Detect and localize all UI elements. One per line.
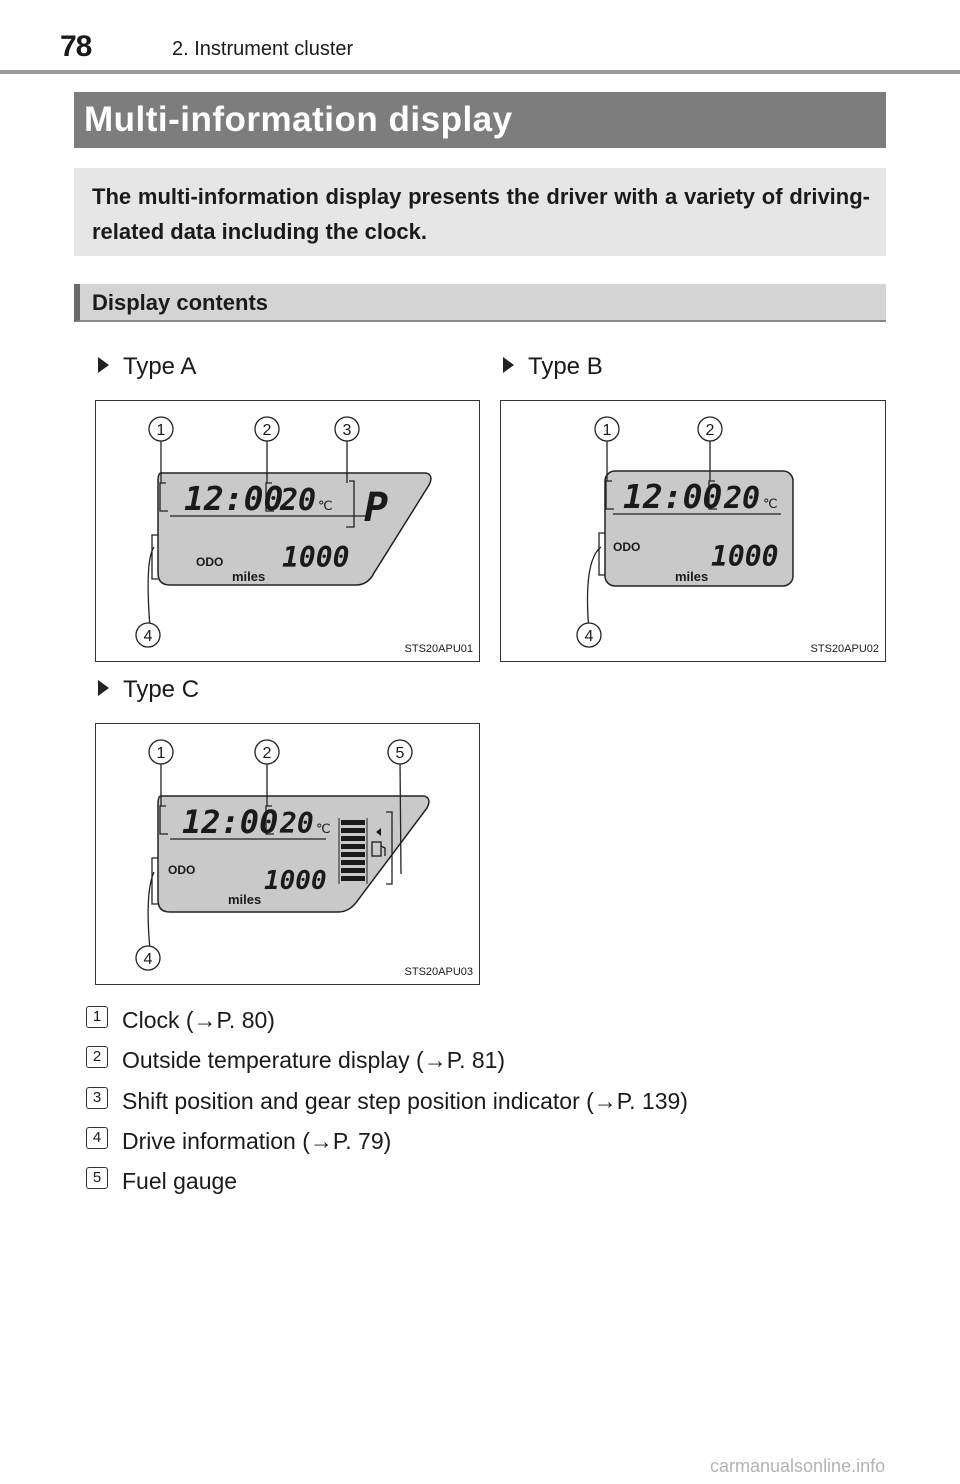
page-number: 78 (60, 30, 92, 63)
odo-unit: miles (232, 569, 265, 584)
clock-readout: 12:00 (184, 479, 283, 518)
odo-unit: miles (228, 892, 261, 907)
figure-code: STS20APU02 (810, 643, 879, 655)
intro-box: The multi-information display presents t… (74, 168, 886, 256)
fuel-bar (341, 828, 365, 833)
figure-type-a: 12:00 20 ℃ P ODO 1000 miles 1 2 3 4 STS2… (95, 400, 480, 662)
callout-number: 2 (263, 422, 272, 439)
callout-number: 2 (706, 422, 715, 439)
type-c-text: Type C (123, 676, 200, 703)
callout-number: 4 (144, 951, 153, 968)
clock-readout: 12:00 (623, 477, 722, 516)
callout-circle (135, 945, 161, 971)
odo-label: ODO (168, 863, 195, 877)
odo-readout: 1000 (711, 540, 778, 573)
callout-circle (148, 739, 174, 765)
type-a-label: Type A (98, 353, 196, 381)
callout-number: 1 (157, 422, 166, 439)
legend-number-box: 4 (86, 1127, 108, 1149)
callout-circle (697, 416, 723, 442)
fuel-bar (341, 820, 365, 825)
legend-number-box: 5 (86, 1167, 108, 1189)
temp-unit: ℃ (763, 496, 778, 511)
figure-type-c: 12:00 20 ℃ ODO 1000 miles 1 2 5 (95, 723, 480, 985)
clock-readout: 12:00 (182, 803, 278, 841)
display-illustration-b: 12:00 20 ℃ ODO 1000 miles 1 2 4 (576, 416, 794, 648)
triangle-bullet-icon (503, 357, 514, 373)
odo-label: ODO (613, 540, 640, 554)
callout-circle (254, 416, 280, 442)
temp-readout: 20 (723, 481, 760, 516)
odo-readout: 1000 (282, 541, 349, 574)
triangle-bullet-icon (98, 357, 109, 373)
fuel-bar (341, 852, 365, 857)
type-a-text: Type A (123, 353, 197, 380)
callout-number: 1 (157, 745, 166, 762)
fuel-bar (341, 876, 365, 881)
legend-item-shift-position: Shift position and gear step position in… (122, 1088, 688, 1114)
type-b-label: Type B (503, 353, 603, 381)
page-title-bar: Multi-information display (74, 92, 886, 148)
section-heading: Display contents (92, 290, 269, 315)
fuel-bar (341, 860, 365, 865)
legend-number-box: 1 (86, 1006, 108, 1028)
fuel-bar (341, 836, 365, 841)
callout-circle (254, 739, 280, 765)
fuel-door-arrow-icon (376, 828, 381, 836)
legend-number-box: 3 (86, 1087, 108, 1109)
callout-circle (387, 739, 413, 765)
callout-number: 5 (396, 745, 405, 762)
temp-readout: 20 (279, 807, 314, 840)
temp-unit: ℃ (316, 821, 331, 836)
fuel-pump-icon (371, 841, 386, 857)
callout-circle (334, 416, 360, 442)
footer-watermark: carmanualsonline.info (710, 1456, 886, 1476)
triangle-bullet-icon (98, 680, 109, 696)
figure-code: STS20APU03 (404, 966, 473, 978)
gear-readout: P (364, 485, 388, 531)
fuel-bar (341, 844, 365, 849)
odo-label: ODO (196, 555, 223, 569)
header-divider (0, 70, 960, 74)
type-b-text: Type B (528, 353, 603, 380)
chapter-title: 2. Instrument cluster (172, 38, 354, 60)
callout-circle (135, 622, 161, 648)
legend-item-fuel-gauge: Fuel gauge (122, 1168, 238, 1194)
callout-number: 1 (603, 422, 612, 439)
figure-type-b: 12:00 20 ℃ ODO 1000 miles 1 2 4 STS20APU… (500, 400, 886, 662)
page-title: Multi-information display (84, 100, 513, 139)
legend-item-temperature: Outside temperature display (→P. 81) (122, 1047, 506, 1073)
odo-unit: miles (675, 569, 708, 584)
lcd-panel-shape (157, 472, 432, 586)
callout-number: 3 (343, 422, 352, 439)
callout-circle (148, 416, 174, 442)
odo-readout: 1000 (264, 866, 327, 896)
display-illustration-a: 12:00 20 ℃ P ODO 1000 miles 1 2 3 4 (135, 416, 432, 648)
type-c-label: Type C (98, 676, 199, 704)
legend-number-box: 2 (86, 1046, 108, 1068)
callout-number: 4 (585, 628, 594, 645)
callout-number: 2 (263, 745, 272, 762)
callout-circle (576, 622, 602, 648)
temp-unit: ℃ (318, 498, 333, 513)
fuel-bar (341, 868, 365, 873)
section-heading-bar: Display contents (74, 284, 886, 322)
figure-code: STS20APU01 (404, 643, 473, 655)
legend-item-clock: Clock (→P. 80) (122, 1007, 275, 1033)
callout-circle (594, 416, 620, 442)
display-illustration-c: 12:00 20 ℃ ODO 1000 miles 1 2 5 (135, 739, 430, 971)
fuel-gauge-bars (341, 820, 365, 881)
callout-number: 4 (144, 628, 153, 645)
intro-text: The multi-information display presents t… (92, 184, 870, 244)
temp-readout: 20 (279, 483, 316, 518)
legend-item-drive-info: Drive information (→P. 79) (122, 1128, 392, 1154)
lcd-panel-shape (604, 470, 794, 587)
